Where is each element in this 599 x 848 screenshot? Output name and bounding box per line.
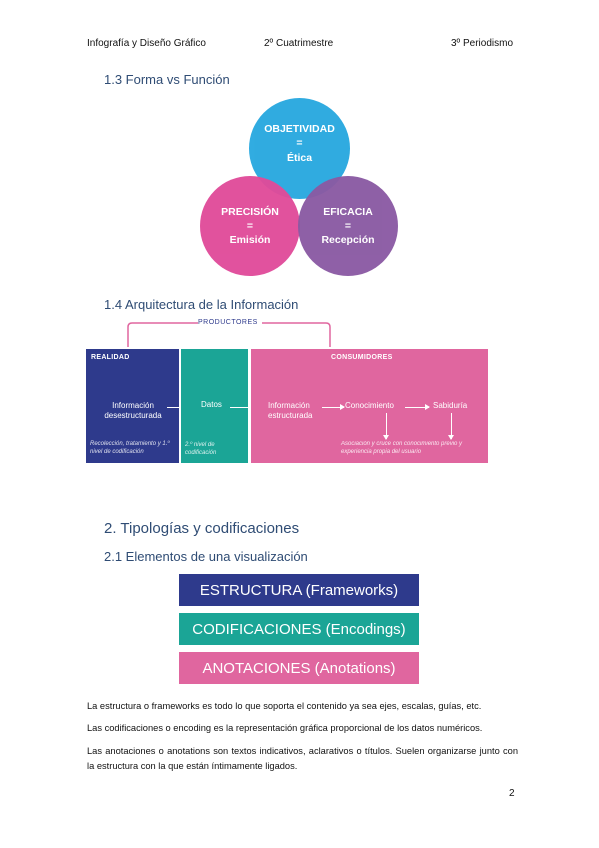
consumidores-sabiduria: Sabiduría: [433, 401, 468, 410]
section-1-4-title: 1.4 Arquitectura de la Información: [104, 297, 299, 312]
realidad-text: Información desestructurada: [104, 401, 162, 420]
arrow-info-conocimiento: [322, 404, 345, 410]
page-number: 2: [509, 788, 515, 799]
section-1-3-title: 1.3 Forma vs Función: [104, 72, 230, 87]
circle-precision-eq: =: [246, 219, 254, 232]
arrow-conocimiento-down: [383, 413, 389, 440]
consumidores-note: Asociación y cruce con conocimiento prev…: [341, 441, 463, 455]
band-codificaciones: CODIFICACIONES (Encodings): [179, 613, 419, 645]
circle-eficacia-title: EFICACIA: [323, 205, 373, 218]
header-course: 3º Periodismo: [451, 38, 514, 49]
paragraph-estructura: La estructura o frameworks es todo lo qu…: [87, 701, 482, 711]
paragraph-anotaciones: Las anotaciones o anotations son textos …: [87, 746, 518, 771]
panel-consumidores: CONSUMIDORES Información estructurada Co…: [251, 349, 488, 463]
circle-eficacia-value: Recepción: [321, 234, 375, 247]
realidad-title: REALIDAD: [91, 354, 130, 361]
arrow-sabiduria-down: [448, 413, 454, 440]
consumidores-title: CONSUMIDORES: [331, 354, 393, 361]
section-2-1-title: 2.1 Elementos de una visualización: [104, 549, 308, 564]
circle-precision-value: Emisión: [229, 234, 271, 247]
band-estructura: ESTRUCTURA (Frameworks): [179, 574, 419, 606]
consumidores-conocimiento: Conocimiento: [345, 401, 394, 410]
panel-datos: Datos 2.º nivel de codificación: [181, 349, 248, 463]
circle-objetividad-title: OBJETIVIDAD: [264, 123, 335, 136]
circle-eficacia-eq: =: [344, 219, 352, 232]
section-2-title: 2. Tipologías y codificaciones: [104, 520, 300, 537]
consumidores-info: Información estructurada: [268, 401, 313, 420]
panel-realidad: REALIDAD Información desestructurada Rec…: [86, 349, 179, 463]
productores-bracket: [127, 322, 331, 347]
arrow-conocimiento-sabiduria: [405, 404, 430, 410]
circle-precision: PRECISIÓN = Emisión: [200, 176, 300, 276]
datos-note: 2.º nivel de codificación: [185, 442, 217, 456]
circle-precision-title: PRECISIÓN: [221, 205, 279, 218]
circle-objetividad-eq: =: [296, 137, 303, 150]
circle-objetividad-value: Ética: [286, 151, 313, 164]
circle-eficacia: EFICACIA = Recepción: [298, 176, 398, 276]
header-subject: Infografía y Diseño Gráfico: [87, 38, 206, 49]
productores-label: PRODUCTORES: [198, 319, 258, 326]
paragraph-codificaciones: Las codificaciones o encoding es la repr…: [87, 723, 483, 733]
datos-text: Datos: [201, 400, 222, 409]
realidad-note: Recolección, tratamiento y 1.º nivel de …: [90, 441, 170, 455]
band-anotaciones: ANOTACIONES (Anotations): [179, 652, 419, 684]
header-term: 2º Cuatrimestre: [264, 38, 334, 49]
